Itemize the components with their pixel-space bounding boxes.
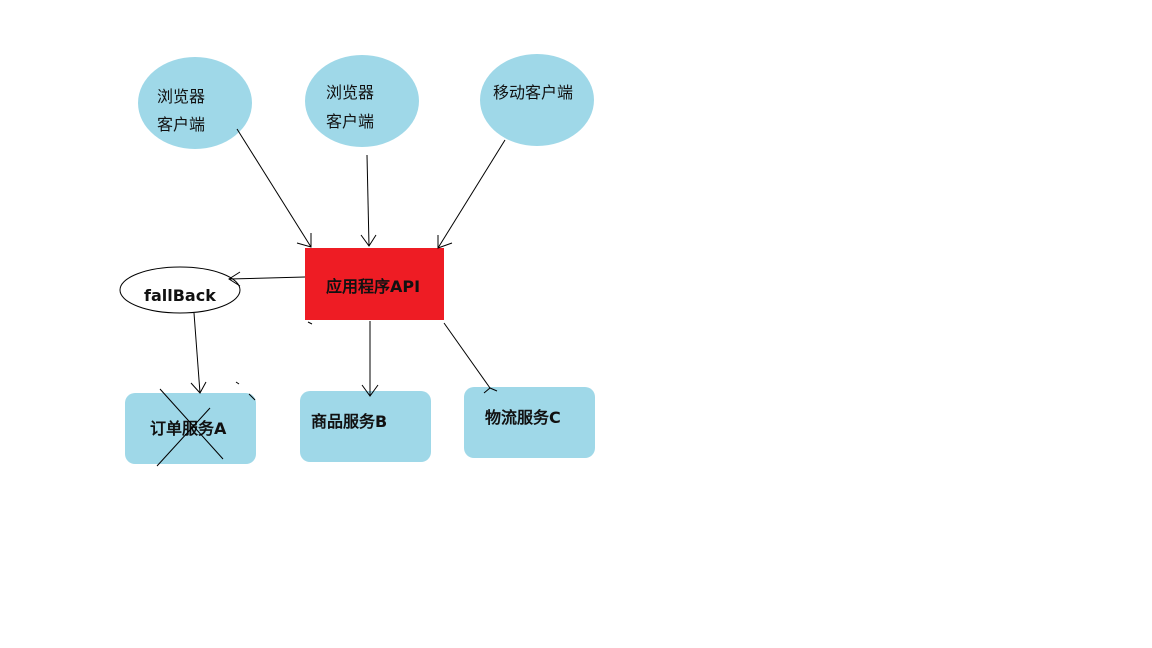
client-label-line-2: 客户端: [157, 115, 205, 134]
edge-fallback-to-order: [193, 312, 201, 394]
stray-mark: [307, 321, 313, 325]
edge-api-to-logistics: [443, 322, 491, 389]
arrowhead-icon: [360, 234, 377, 247]
service-label: 物流服务C: [485, 408, 561, 427]
client-label-line-1: 浏览器: [157, 87, 205, 106]
api-node: 应用程序API: [305, 248, 444, 320]
fallback-label: fallBack: [144, 286, 216, 305]
arrowhead-icon: [190, 381, 207, 394]
client-node-browser-2: 浏览器 客户端: [305, 55, 419, 147]
service-node-logistics: 物流服务C: [464, 387, 595, 458]
fallback-node: fallBack: [119, 266, 241, 314]
stray-mark: [235, 381, 240, 385]
service-label: 订单服务A: [150, 419, 227, 438]
client-node-browser-1: 浏览器 客户端: [138, 57, 252, 149]
service-label: 商品服务B: [311, 412, 387, 431]
arrowhead-icon: [361, 384, 379, 397]
edge-api-to-fallback: [228, 276, 306, 280]
arrowhead-icon: [228, 271, 241, 287]
client-label: 移动客户端: [493, 83, 573, 102]
edge-browser2-to-api: [366, 154, 370, 247]
client-label-line-2: 客户端: [326, 112, 374, 131]
arrowhead-icon: [483, 387, 498, 394]
api-label: 应用程序API: [326, 277, 420, 296]
stray-mark: [248, 393, 256, 401]
client-node-mobile: 移动客户端: [480, 54, 594, 146]
edge-browser1-to-api: [236, 128, 312, 248]
service-node-order: 订单服务A: [125, 388, 256, 467]
arrowhead-icon: [296, 233, 312, 248]
client-label-line-1: 浏览器: [326, 83, 374, 102]
edge-mobile-to-api: [437, 139, 506, 249]
arrowhead-icon: [437, 235, 453, 249]
failed-cross-icon: [156, 388, 224, 467]
service-node-product: 商品服务B: [300, 391, 431, 462]
